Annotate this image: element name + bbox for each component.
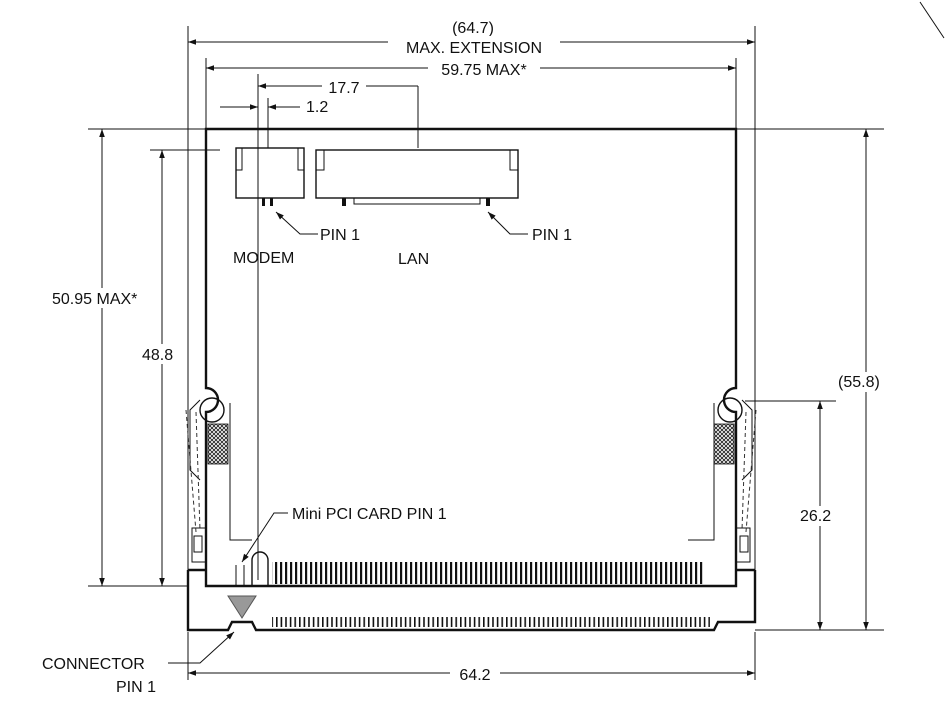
labels: (64.7) MAX. EXTENSION 59.75 MAX* 17.7 1.… <box>42 19 892 696</box>
lan-label: LAN <box>398 251 429 268</box>
height-26-2-label: 26.2 <box>800 508 831 525</box>
socket-connector <box>186 568 757 632</box>
modem-label: MODEM <box>233 250 294 267</box>
max-extension-dim: (64.7) <box>452 20 494 37</box>
connector-label: CONNECTOR <box>42 656 145 673</box>
left-latch <box>185 397 229 563</box>
lan-pin1-label: PIN 1 <box>532 227 572 244</box>
right-latch <box>713 397 757 563</box>
leader-lines <box>168 211 528 664</box>
connector-pin1-label: PIN 1 <box>116 679 156 696</box>
width-max-label: 59.75 MAX* <box>441 62 526 79</box>
connector-pin1-marker <box>227 595 257 619</box>
offset-1-2-label: 1.2 <box>306 99 328 116</box>
height-55-8-label: (55.8) <box>838 374 880 391</box>
mini-pci-pin1-label: Mini PCI CARD PIN 1 <box>292 506 447 523</box>
max-extension-label: MAX. EXTENSION <box>406 40 542 57</box>
height-48-8-label: 48.8 <box>142 347 173 364</box>
offset-17-7-label: 17.7 <box>328 80 359 97</box>
connector-width-label: 64.2 <box>459 667 490 684</box>
modem-connector <box>235 147 305 206</box>
height-max-label: 50.95 MAX* <box>52 291 137 308</box>
lan-connector <box>315 149 519 206</box>
modem-pin1-label: PIN 1 <box>320 227 360 244</box>
card-edge-contacts <box>272 562 704 584</box>
mini-pci-card <box>204 127 738 588</box>
corner-mark <box>919 1 945 39</box>
